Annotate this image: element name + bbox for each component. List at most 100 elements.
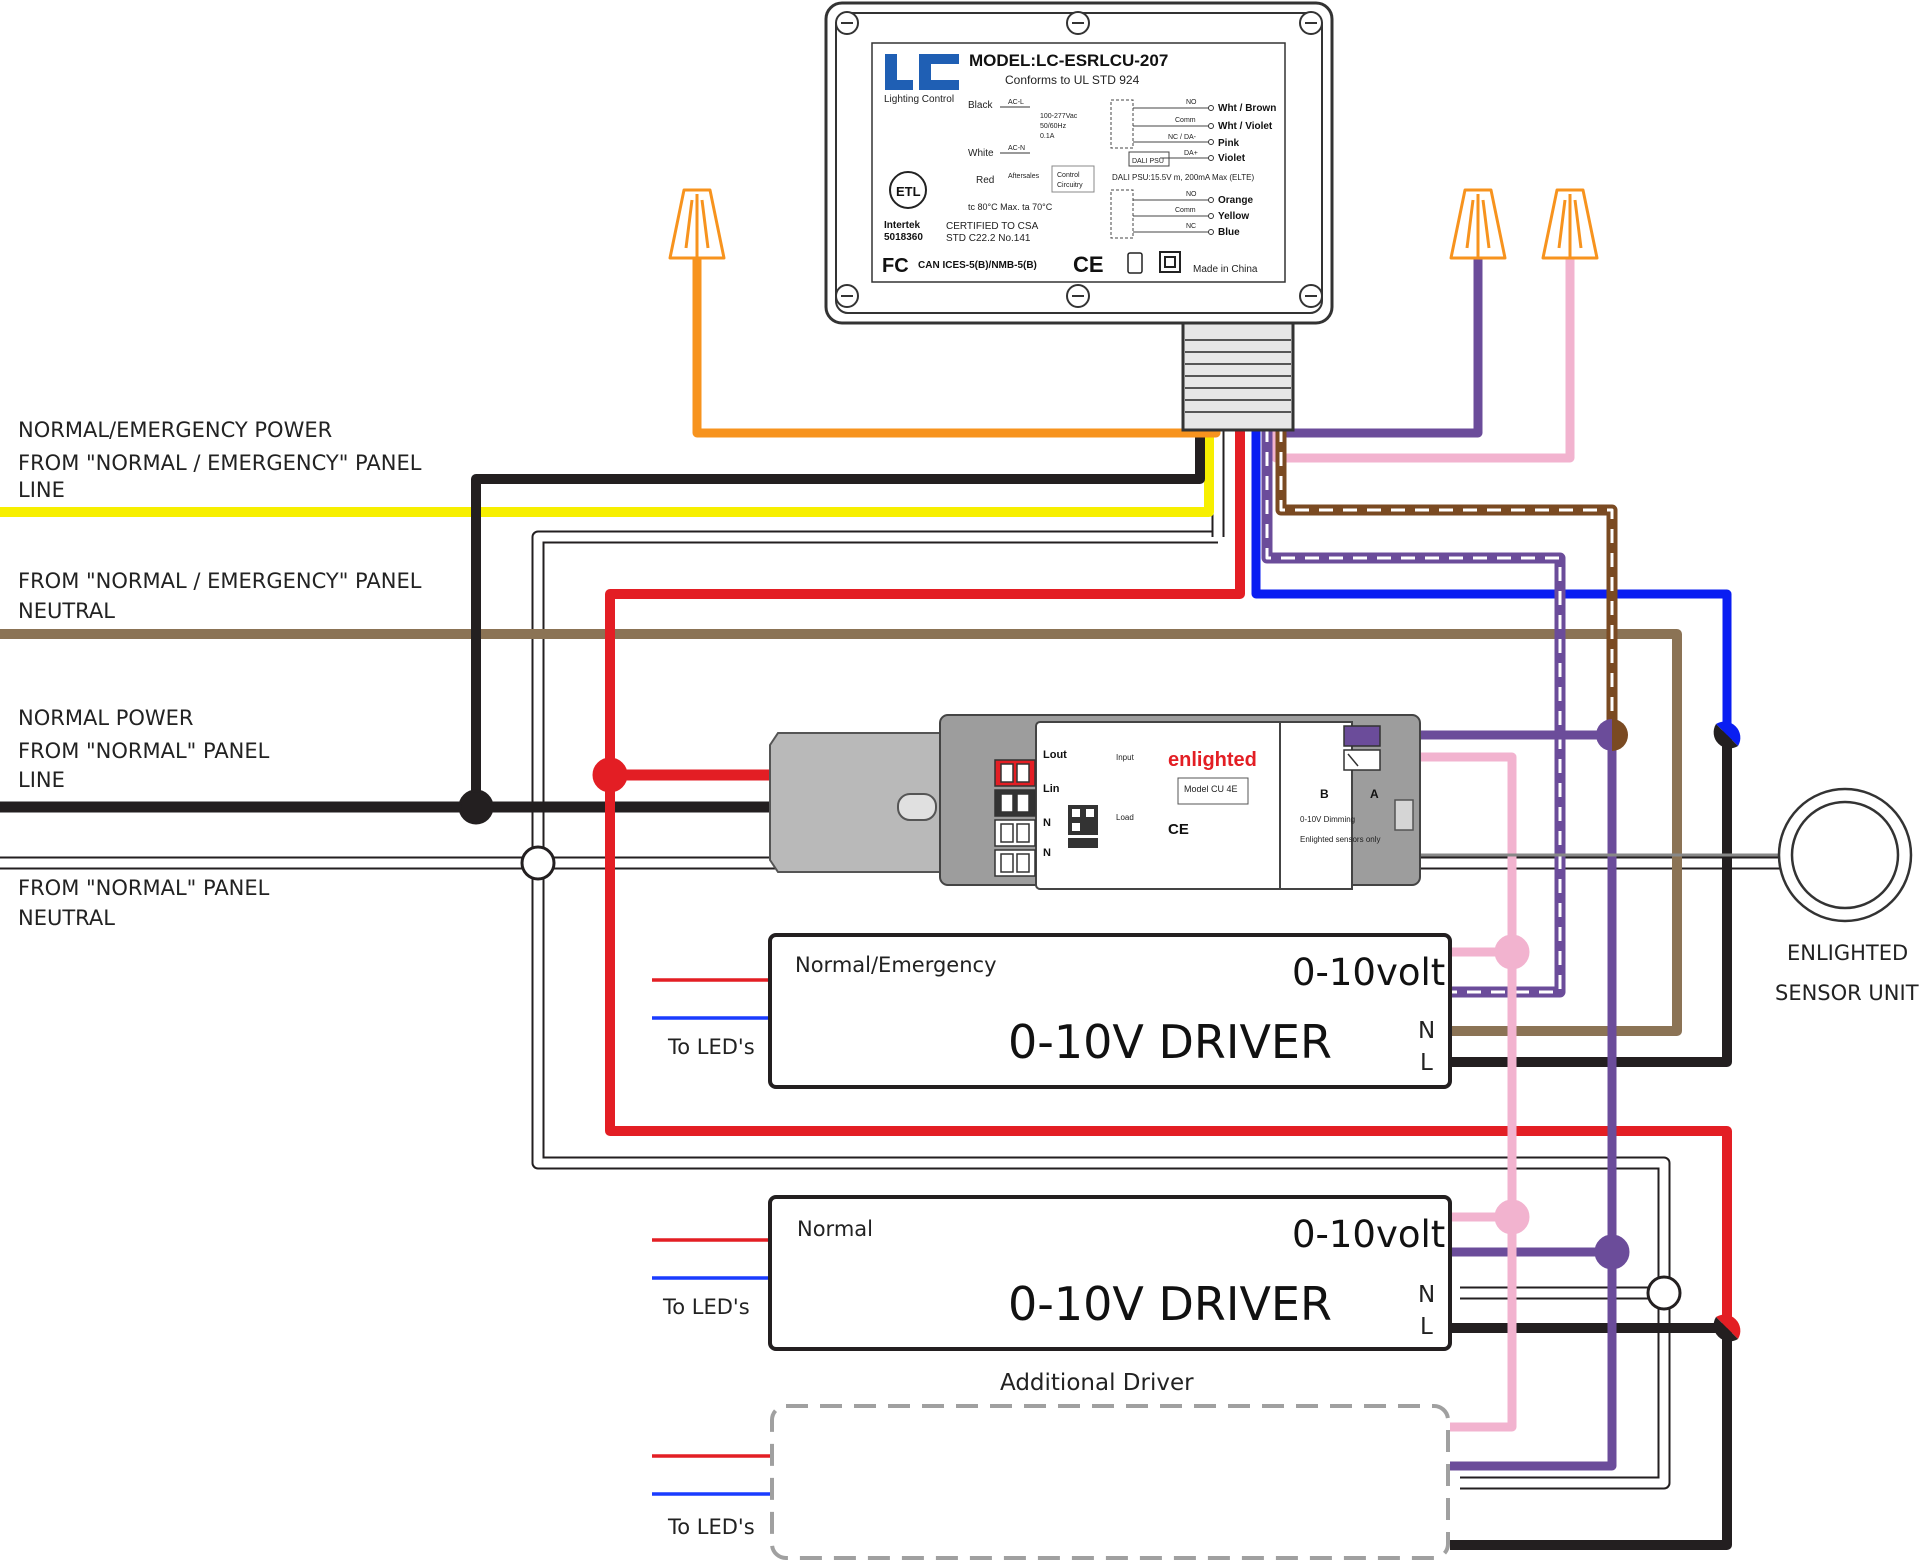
dim-pink-wire [1362,752,1517,1432]
driver2-line-wire [1450,1323,1732,1550]
additional-driver-leds: To LED's [667,1515,755,1539]
driver2-tag: Normal [797,1217,873,1241]
cu-input-label: Input [1116,753,1135,762]
relay-control-1: Control [1057,172,1080,179]
relay-model: MODEL:LC-ESRLCU-207 [969,51,1168,70]
cu-model: Model CU 4E [1184,784,1238,794]
n-line-label-2: LINE [18,768,65,792]
csa-cert-2: STD C22.2 No.141 [946,233,1031,244]
ne-neutral-label-1: FROM "NORMAL / EMERGENCY" PANEL [18,569,422,593]
cu-b-label: B [1320,787,1329,801]
junction-red-black [1713,1314,1741,1342]
csa-cert-1: CERTIFIED TO CSA [946,221,1039,232]
junction-black-blue [1713,721,1741,749]
driver2-control: 0-10volt [1292,1213,1445,1256]
relay-acl-label: AC-L [1008,99,1024,106]
driver1-tag: Normal/Emergency [795,953,997,977]
relay-aftersales: Aftersales [1008,173,1040,180]
blue-wire [1251,428,1732,735]
driver2-name: 0-10V DRIVER [1008,1277,1332,1331]
lead-orange: Orange [1218,195,1253,206]
sensor-label-2: SENSOR UNIT [1775,981,1919,1005]
relay-rating-2: 50/60Hz [1040,123,1067,130]
junction-white-2 [1646,1275,1682,1311]
cu-terminal-block [994,759,1036,877]
enlighted-sensor: ENLIGHTED SENSOR UNIT [1775,787,1919,1005]
relay-nc-da: NC / DA- [1168,134,1197,141]
driver1-n: N [1418,1018,1435,1044]
relay-black-wire [471,428,1205,807]
cu-lin-label: Lin [1043,783,1060,795]
ne-neutral-wire [0,629,1682,1036]
additional-driver-outline [770,1404,1450,1560]
relay-dali-note: DALI PSU:15.5V m, 200mA Max (ELTE) [1112,173,1254,182]
source-labels: NORMAL/EMERGENCY POWER FROM "NORMAL / EM… [18,418,422,930]
driver1-name: 0-10V DRIVER [1008,1015,1332,1069]
relay-red-label: Red [976,175,994,186]
made-in-label: Made in China [1193,264,1258,275]
weee-icon [1127,251,1181,274]
cu-load-label: Load [1116,813,1134,822]
ne-power-title: NORMAL/EMERGENCY POWER [18,418,332,442]
cu-brand: enlighted [1168,749,1257,771]
intertek-number: 5018360 [884,232,923,243]
lc-logo: Lighting Control [884,54,959,105]
relay-unit: Lighting Control MODEL:LC-ESRLCU-207 Con… [824,1,1334,432]
lead-pink: Pink [1218,138,1240,149]
additional-driver: Additional Driver To LED's [667,1370,1450,1560]
pink-wire-nut-icon [1541,188,1599,260]
relay-temp: tc 80°C Max. ta 70°C [968,202,1053,212]
junction-violet-2 [1594,1234,1630,1270]
cu-n2-label: N [1043,847,1051,859]
lead-wht-violet: Wht / Violet [1218,121,1273,132]
orange-wire-nut-icon [668,188,726,260]
sensor-label-1: ENLIGHTED [1787,941,1908,965]
relay-nc-2: NC [1186,223,1196,230]
driver2-l: L [1420,1314,1433,1340]
junction-dots [458,719,1741,1342]
relay-da-plus: DA+ [1184,150,1198,157]
junction-pink-2 [1494,1199,1530,1235]
cu-sensor-only-label: Enlighted sensors only [1300,835,1381,844]
driver1-l: L [1420,1050,1433,1076]
relay-acn-label: AC-N [1008,145,1025,152]
driver-normal-emergency: Normal/Emergency 0-10volt 0-10V DRIVER N… [667,933,1452,1089]
cu-n1-label: N [1043,817,1051,829]
relay-comm-2: Comm [1175,207,1196,214]
relay-black-label: Black [968,100,993,111]
fcc-icon: FC [882,255,909,277]
junction-white-main [520,845,556,881]
ne-line-wire [0,428,1214,517]
lc-logo-sub: Lighting Control [884,94,954,105]
junction-black [458,789,494,825]
red-wire [605,428,1732,1328]
relay-dali-psu: DALI PSU [1132,158,1164,165]
cu-lout-label: Lout [1043,749,1067,761]
cu-ce-mark: CE [1168,821,1189,838]
relay-no-1: NO [1186,99,1197,106]
cu-a-label: A [1370,787,1379,801]
ce-mark-icon: CE [1073,252,1104,277]
ne-line-label-1: FROM "NORMAL / EMERGENCY" PANEL [18,451,422,475]
etl-listed-icon: ETL [889,171,927,209]
cu-qr-code [1068,805,1098,848]
n-line-label-1: FROM "NORMAL" PANEL [18,739,270,763]
ne-line-label-2: LINE [18,478,65,502]
wires [0,255,1785,1550]
violet-wire-nut-icon [1449,188,1507,260]
svg-text:ETL: ETL [896,184,921,199]
driver-normal: Normal 0-10volt 0-10V DRIVER N L To LED'… [662,1195,1452,1351]
relay-comm-1: Comm [1175,117,1196,124]
ices-label: CAN ICES-5(B)/NMB-5(B) [918,260,1037,271]
relay-rating-1: 100-277Vac [1040,113,1078,120]
sensor-lens [1790,800,1900,910]
dim-violet-wire [1362,730,1617,1471]
relay-white-label: White [968,148,994,159]
additional-driver-title: Additional Driver [1000,1370,1194,1396]
relay-conforms: Conforms to UL STD 924 [1005,73,1140,87]
driver1-line-wire [1450,735,1732,1067]
relay-no-2: NO [1186,191,1197,198]
relay-control-2: Circuitry [1057,182,1083,189]
led-leads [652,978,770,1496]
